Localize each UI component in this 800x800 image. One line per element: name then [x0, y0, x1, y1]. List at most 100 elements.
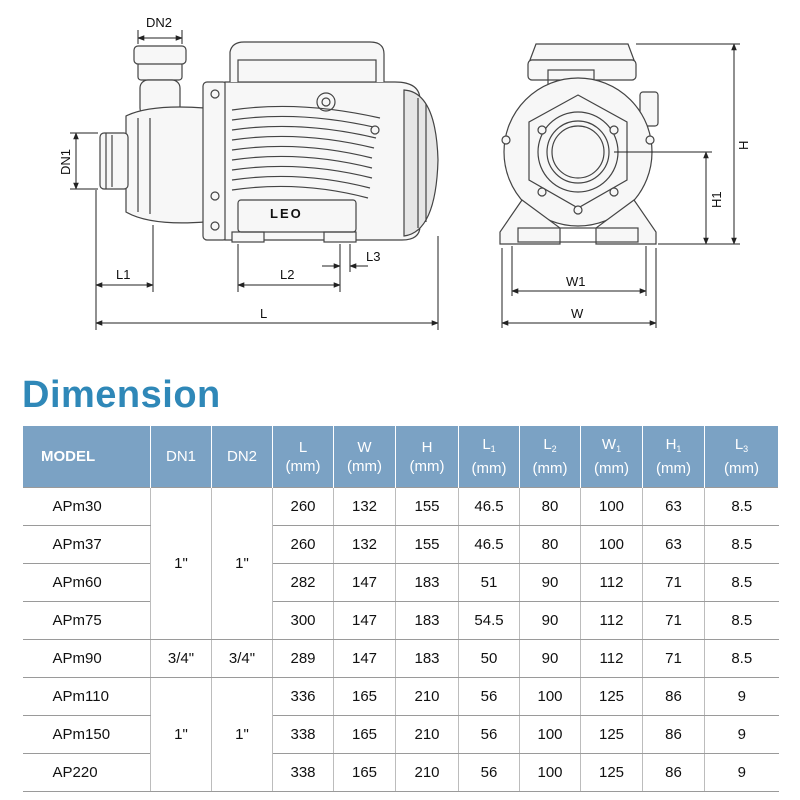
- value-cell: 112: [580, 601, 643, 640]
- value-cell: 132: [333, 487, 396, 526]
- value-cell: 132: [333, 525, 396, 564]
- value-cell: 8.5: [704, 639, 779, 678]
- model-cell: APm150: [22, 715, 151, 754]
- value-cell: 260: [272, 525, 334, 564]
- value-cell: 80: [519, 525, 581, 564]
- header-subscript: 1: [490, 444, 496, 454]
- header-column: L(mm): [272, 426, 334, 488]
- value-cell: 100: [519, 677, 581, 716]
- side-view: [99, 41, 439, 243]
- dn2-cell: 3/4": [211, 639, 273, 678]
- header-subscript: 2: [551, 444, 557, 454]
- value-cell: 282: [272, 563, 334, 602]
- dn1-cell: 3/4": [150, 639, 212, 678]
- header-label: DN2: [226, 448, 257, 465]
- value-cell: 112: [580, 639, 643, 678]
- header-column: H(mm): [395, 426, 459, 488]
- value-cell: 100: [519, 753, 581, 792]
- header-label: L: [482, 436, 491, 453]
- value-cell: 9: [704, 753, 779, 792]
- l-label: L: [260, 306, 267, 321]
- value-cell: 86: [642, 715, 705, 754]
- value-cell: 86: [642, 753, 705, 792]
- front-view: [499, 43, 659, 245]
- value-cell: 90: [519, 639, 581, 678]
- header-subscript: 1: [676, 444, 682, 454]
- header-label: MODEL: [41, 448, 96, 465]
- h-label: H: [736, 141, 751, 150]
- header-unit: (mm): [724, 460, 759, 477]
- header-model: MODEL: [22, 426, 151, 488]
- header-column: W1(mm): [580, 426, 643, 488]
- brand-logo: LEO: [270, 206, 303, 221]
- w1-label: W1: [566, 274, 586, 289]
- dn2-label: DN2: [146, 15, 172, 30]
- model-cell: AP220: [22, 753, 151, 792]
- model-cell: APm37: [22, 525, 151, 564]
- value-cell: 51: [458, 563, 520, 602]
- model-cell: APm110: [22, 677, 151, 716]
- value-cell: 63: [642, 525, 705, 564]
- header-label: L: [543, 436, 552, 453]
- value-cell: 56: [458, 715, 520, 754]
- model-cell: APm60: [22, 563, 151, 602]
- value-cell: 100: [580, 487, 643, 526]
- header-column: DN2: [211, 426, 273, 488]
- side-view-dimensions: [70, 30, 439, 330]
- header-unit: (mm): [594, 460, 629, 477]
- value-cell: 338: [272, 753, 334, 792]
- value-cell: 155: [395, 525, 459, 564]
- header-column: L1(mm): [458, 426, 520, 488]
- dn1-cell: 1": [150, 487, 212, 640]
- value-cell: 147: [333, 601, 396, 640]
- header-unit: (mm): [656, 460, 691, 477]
- value-cell: 63: [642, 487, 705, 526]
- value-cell: 155: [395, 487, 459, 526]
- header-unit: (mm): [285, 457, 321, 475]
- value-cell: 8.5: [704, 525, 779, 564]
- value-cell: 289: [272, 639, 334, 678]
- header-label: L: [734, 436, 744, 453]
- value-cell: 338: [272, 715, 334, 754]
- header-unit: (mm): [532, 460, 568, 477]
- header-column: DN1: [150, 426, 212, 488]
- value-cell: 56: [458, 753, 520, 792]
- value-cell: 56: [458, 677, 520, 716]
- header-label: H: [665, 436, 677, 453]
- value-cell: 210: [395, 715, 459, 754]
- value-cell: 165: [333, 715, 396, 754]
- pump-dimension-drawing: LEO DN2 DN1 L1 L2 L3 L: [58, 15, 751, 330]
- value-cell: 165: [333, 677, 396, 716]
- section-title: Dimension: [22, 374, 221, 416]
- value-cell: 147: [333, 639, 396, 678]
- header-label: DN1: [165, 448, 196, 465]
- value-cell: 8.5: [704, 563, 779, 602]
- value-cell: 336: [272, 677, 334, 716]
- header-label: H: [421, 438, 433, 456]
- value-cell: 125: [580, 753, 643, 792]
- value-cell: 100: [580, 525, 643, 564]
- value-cell: 125: [580, 677, 643, 716]
- header-subscript: 1: [616, 444, 622, 454]
- value-cell: 210: [395, 677, 459, 716]
- header-subscript: 3: [743, 444, 749, 454]
- value-cell: 54.5: [458, 601, 520, 640]
- value-cell: 90: [519, 563, 581, 602]
- dn1-label: DN1: [58, 149, 73, 175]
- l2-label: L2: [280, 267, 294, 282]
- h1-label: H1: [709, 191, 724, 208]
- header-label: L: [298, 438, 308, 456]
- dn2-cell: 1": [211, 487, 273, 640]
- l1-label: L1: [116, 267, 130, 282]
- value-cell: 46.5: [458, 487, 520, 526]
